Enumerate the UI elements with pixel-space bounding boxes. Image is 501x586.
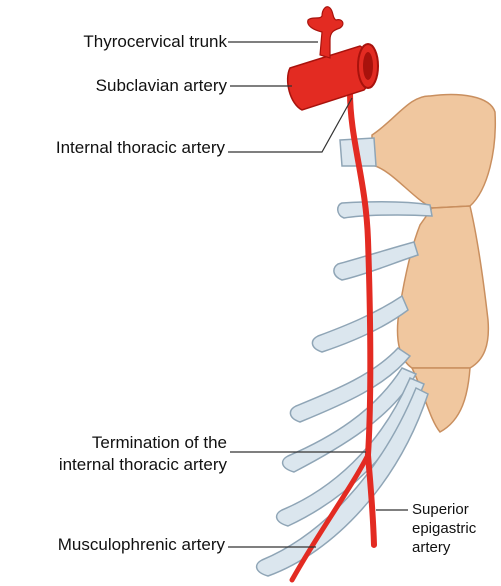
label-musculophrenic-artery: Musculophrenic artery bbox=[58, 535, 225, 555]
costal-cartilage-4 bbox=[312, 296, 408, 352]
label-superior-epigastric-line3: artery bbox=[412, 539, 450, 557]
sternum-body bbox=[398, 206, 489, 368]
label-thyrocervical-trunk: Thyrocervical trunk bbox=[83, 32, 227, 52]
label-termination-line2: internal thoracic artery bbox=[59, 455, 227, 475]
costal-cartilage-2 bbox=[338, 202, 432, 218]
label-internal-thoracic-artery: Internal thoracic artery bbox=[56, 138, 225, 158]
manubrium bbox=[372, 95, 495, 208]
label-subclavian-artery: Subclavian artery bbox=[96, 76, 227, 96]
label-superior-epigastric-line2: epigastric bbox=[412, 520, 476, 538]
leader-internal-thoracic bbox=[228, 98, 352, 152]
label-superior-epigastric-line1: Superior bbox=[412, 501, 469, 519]
thyrocervical-trunk-shape bbox=[308, 7, 343, 58]
label-termination-line1: Termination of the bbox=[92, 433, 227, 453]
